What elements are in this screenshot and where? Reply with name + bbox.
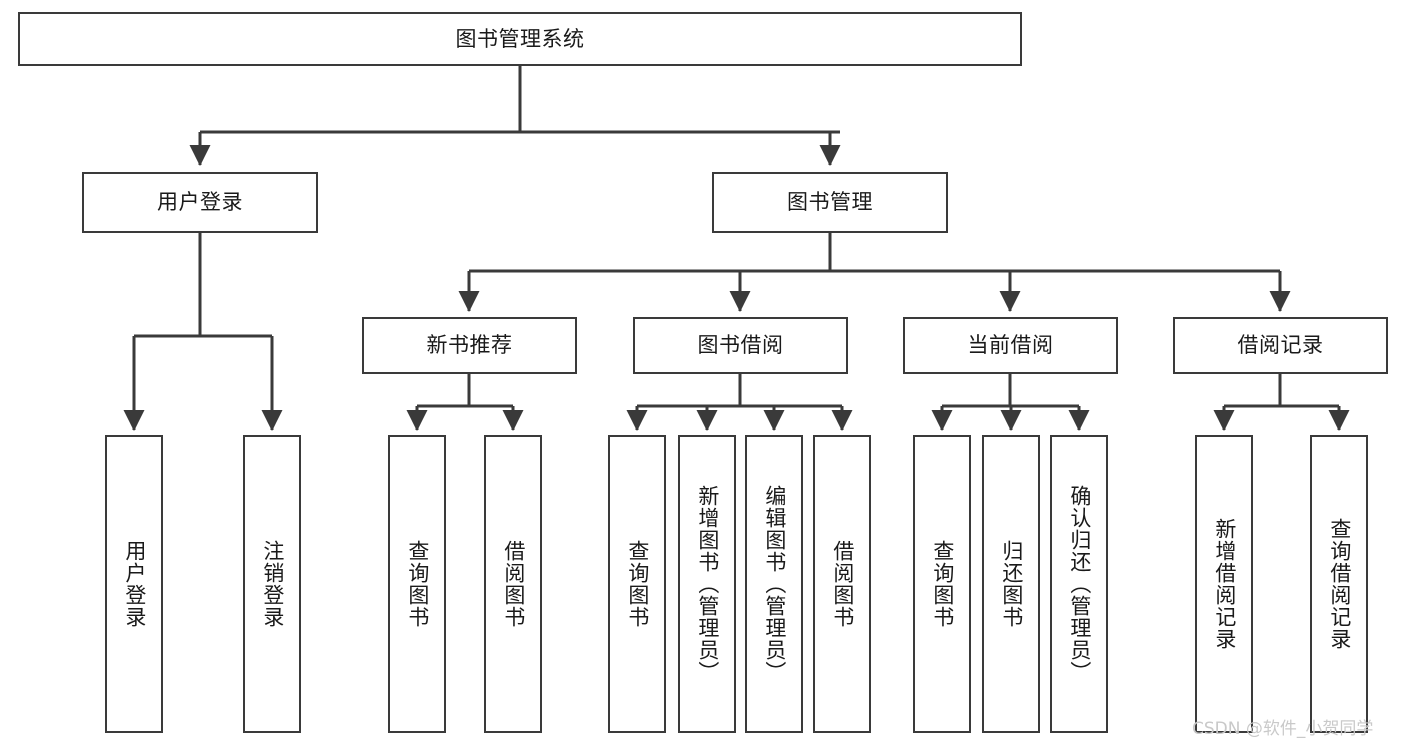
node-book-borrow[interactable]: 图书借阅 bbox=[633, 317, 848, 374]
node-new-book-recommend[interactable]: 新书推荐 bbox=[362, 317, 577, 374]
node-leaf-query-book-3-label: 查询图书 bbox=[930, 540, 955, 628]
node-user-login[interactable]: 用户登录 bbox=[82, 172, 318, 233]
node-book-management[interactable]: 图书管理 bbox=[712, 172, 948, 233]
node-borrow-record[interactable]: 借阅记录 bbox=[1173, 317, 1388, 374]
node-new-book-recommend-label: 新书推荐 bbox=[426, 333, 513, 358]
node-leaf-logout-label: 注销登录 bbox=[260, 540, 285, 628]
node-leaf-user-login-label: 用户登录 bbox=[122, 540, 147, 628]
node-root-label: 图书管理系统 bbox=[455, 26, 585, 51]
node-leaf-borrow-book-2[interactable]: 借阅图书 bbox=[813, 435, 871, 733]
node-leaf-query-book-2-label: 查询图书 bbox=[625, 540, 650, 628]
node-leaf-borrow-book-2-label: 借阅图书 bbox=[830, 540, 855, 628]
node-current-borrow-label: 当前借阅 bbox=[967, 333, 1054, 358]
node-current-borrow[interactable]: 当前借阅 bbox=[903, 317, 1118, 374]
node-leaf-confirm-return-label: 确认归还（管理员） bbox=[1067, 485, 1092, 683]
node-book-borrow-label: 图书借阅 bbox=[697, 333, 784, 358]
node-leaf-add-book-label: 新增图书（管理员） bbox=[695, 485, 720, 683]
node-leaf-borrow-book-1-label: 借阅图书 bbox=[501, 540, 526, 628]
node-leaf-add-book[interactable]: 新增图书（管理员） bbox=[678, 435, 736, 733]
node-leaf-edit-book-label: 编辑图书（管理员） bbox=[762, 485, 787, 683]
node-book-management-label: 图书管理 bbox=[787, 190, 873, 215]
node-user-login-label: 用户登录 bbox=[157, 190, 243, 215]
node-leaf-query-book-1[interactable]: 查询图书 bbox=[388, 435, 446, 733]
node-leaf-return-book-label: 归还图书 bbox=[999, 540, 1024, 628]
node-leaf-query-book-1-label: 查询图书 bbox=[405, 540, 430, 628]
node-leaf-add-record[interactable]: 新增借阅记录 bbox=[1195, 435, 1253, 733]
node-leaf-query-record-label: 查询借阅记录 bbox=[1327, 518, 1352, 650]
node-root[interactable]: 图书管理系统 bbox=[18, 12, 1022, 66]
watermark: CSDN @软件_小贺同学 bbox=[1192, 719, 1374, 739]
node-leaf-return-book[interactable]: 归还图书 bbox=[982, 435, 1040, 733]
node-leaf-logout[interactable]: 注销登录 bbox=[243, 435, 301, 733]
node-borrow-record-label: 借阅记录 bbox=[1237, 333, 1324, 358]
node-leaf-edit-book[interactable]: 编辑图书（管理员） bbox=[745, 435, 803, 733]
node-leaf-query-record[interactable]: 查询借阅记录 bbox=[1310, 435, 1368, 733]
node-leaf-query-book-2[interactable]: 查询图书 bbox=[608, 435, 666, 733]
node-leaf-borrow-book-1[interactable]: 借阅图书 bbox=[484, 435, 542, 733]
node-leaf-user-login[interactable]: 用户登录 bbox=[105, 435, 163, 733]
node-leaf-query-book-3[interactable]: 查询图书 bbox=[913, 435, 971, 733]
node-leaf-confirm-return[interactable]: 确认归还（管理员） bbox=[1050, 435, 1108, 733]
node-leaf-add-record-label: 新增借阅记录 bbox=[1212, 518, 1237, 650]
